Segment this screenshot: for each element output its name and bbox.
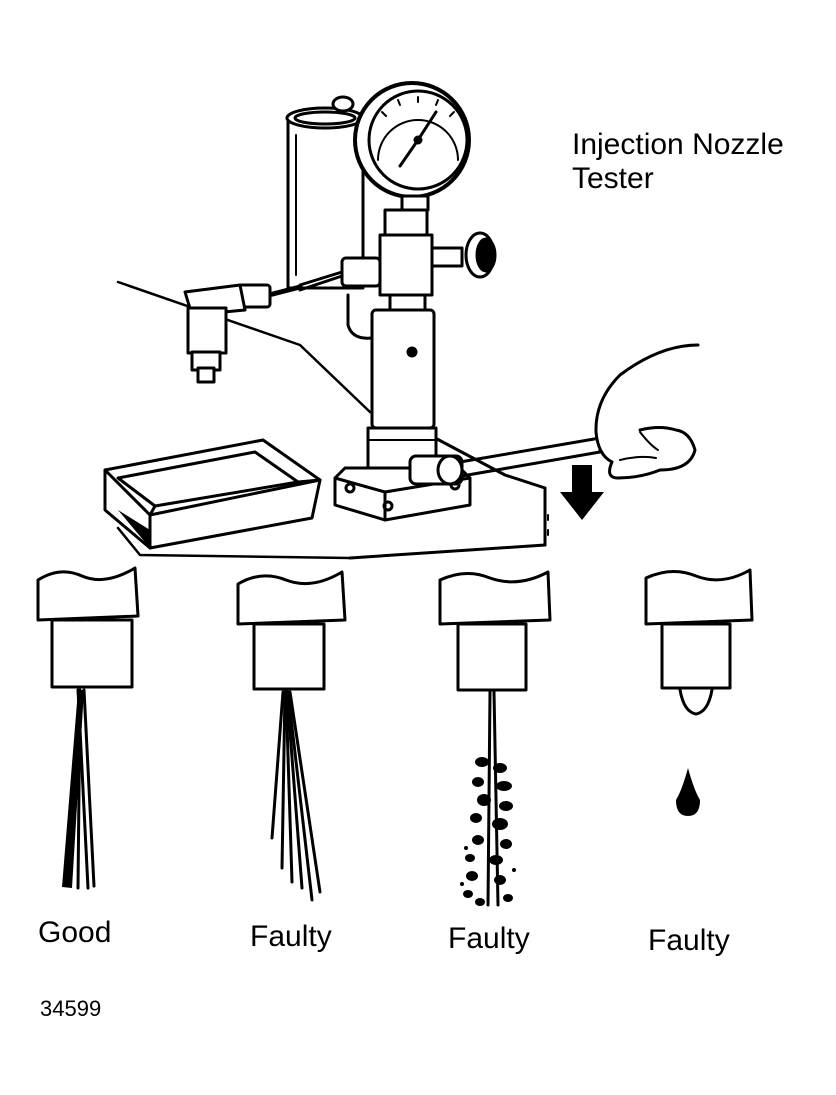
operator-hand bbox=[594, 343, 700, 480]
tester-title-line-1: Injection Nozzle bbox=[572, 128, 784, 161]
spray-label-faulty-3: Faulty bbox=[648, 924, 730, 957]
nozzle-good bbox=[36, 566, 140, 890]
test-nozzle-assembly bbox=[183, 256, 382, 384]
nozzle-faulty-dribble bbox=[438, 570, 552, 907]
spray-label-faulty-2: Faulty bbox=[448, 922, 530, 955]
spray-label-good: Good bbox=[38, 916, 112, 949]
valve-knob bbox=[430, 231, 497, 279]
nozzle-faulty-drip bbox=[644, 568, 754, 816]
pressure-gauge bbox=[353, 81, 471, 212]
pump-lever bbox=[408, 436, 602, 486]
fuel-reservoir bbox=[285, 95, 365, 290]
tester-title-line-2: Tester bbox=[572, 162, 654, 195]
figure-number: 34599 bbox=[40, 996, 102, 1021]
nozzle-faulty-split-spray bbox=[236, 570, 347, 902]
drip-tray bbox=[103, 438, 322, 550]
spray-label-faulty-1: Faulty bbox=[250, 920, 332, 953]
push-down-arrow-icon bbox=[560, 465, 604, 520]
workbench bbox=[116, 280, 549, 560]
